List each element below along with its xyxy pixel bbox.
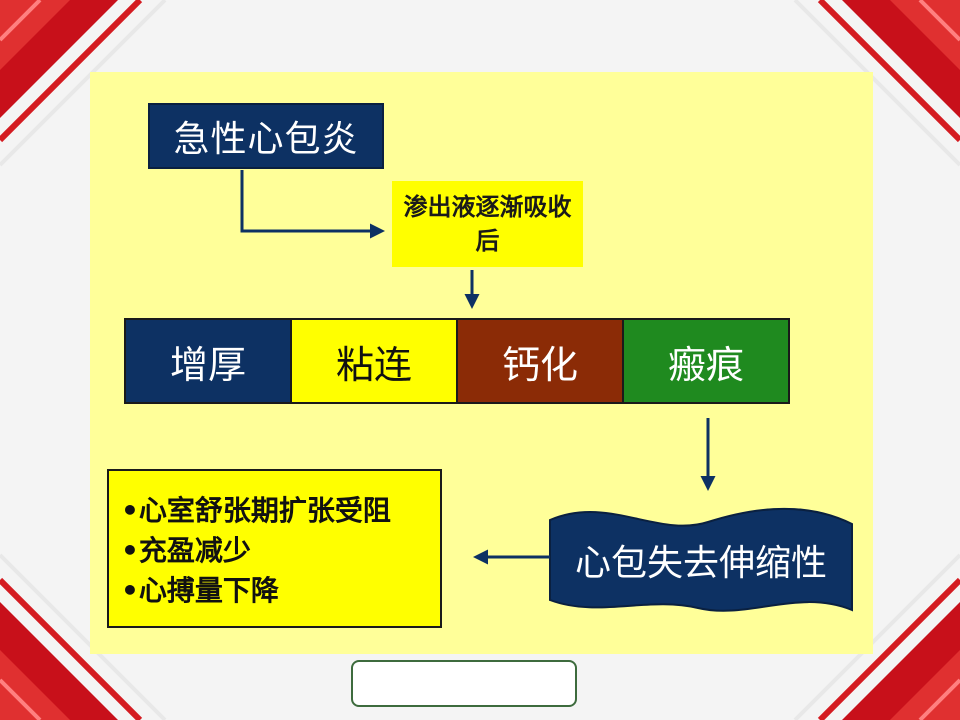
footer-button[interactable] (351, 660, 577, 707)
exudate-box: 渗出液逐渐吸收后 (392, 181, 583, 267)
effects-box: •心室舒张期扩张受阻 •充盈减少 •心搏量下降 (107, 469, 442, 628)
effect-item: •充盈减少 (121, 534, 251, 567)
bottom-left-stripes (0, 553, 167, 720)
bottom-right-stripes (793, 553, 960, 720)
top-left-stripes (0, 0, 167, 167)
effect-item: •心搏量下降 (121, 574, 279, 607)
top-right-stripes (793, 0, 960, 167)
stage-thickening: 增厚 (124, 318, 292, 404)
effect-item: •心室舒张期扩张受阻 (121, 494, 391, 527)
title-box: 急性心包炎 (148, 103, 384, 169)
stage-scarring: 瘢痕 (622, 318, 790, 404)
wave-banner (549, 507, 853, 612)
stage-adhesion: 粘连 (290, 318, 458, 404)
stage-calcification: 钙化 (456, 318, 624, 404)
banner-label: 心包失去伸缩性 (574, 543, 827, 584)
